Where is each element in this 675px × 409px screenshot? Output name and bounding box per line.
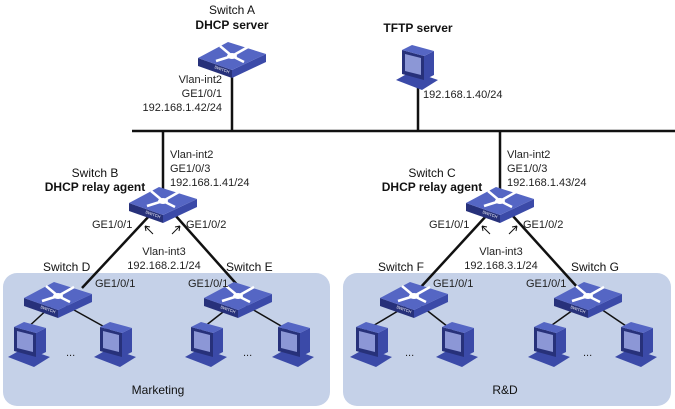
host-g1-pc-icon [528, 322, 570, 367]
switch-b-vlan3: Vlan-int3 [142, 246, 185, 258]
switch-c-switch-icon: SWITCH [466, 187, 534, 223]
arrow-c-left [481, 225, 491, 235]
tftp-name: TFTP server [383, 21, 452, 35]
host-g2-pc-icon [615, 322, 657, 367]
link-b-d [81, 214, 151, 289]
switch-c-ip3: 192.168.3.1/24 [464, 260, 537, 272]
ellipsis-g: ... [583, 347, 592, 359]
switch-a-role: DHCP server [195, 18, 268, 32]
switch-f-port: GE1/0/1 [433, 278, 473, 290]
switch-c-role: DHCP relay agent [382, 180, 482, 194]
link-c-f [419, 214, 488, 289]
tftp-server-pc-icon [396, 45, 438, 90]
ellipsis-e: ... [243, 347, 252, 359]
switch-c-vlan: Vlan-int2 [507, 149, 550, 161]
switch-c-vlan3: Vlan-int3 [479, 246, 522, 258]
rd-label: R&D [492, 383, 518, 397]
svg-text:SWITCH: SWITCH [396, 304, 413, 314]
switch-b-port: GE1/0/3 [170, 163, 210, 175]
switch-b-port-right: GE1/0/2 [186, 219, 226, 231]
svg-text:SWITCH: SWITCH [482, 209, 499, 219]
switch-b-vlan: Vlan-int2 [170, 149, 213, 161]
marketing-label: Marketing [132, 383, 185, 397]
host-e1-pc-icon [185, 322, 227, 367]
switch-c-ip: 192.168.1.43/24 [507, 177, 587, 189]
link-b-e [174, 214, 241, 289]
switch-a-name: Switch A [209, 3, 255, 17]
host-e2-pc-icon [272, 322, 314, 367]
link-c-g [511, 214, 579, 289]
switch-c-port: GE1/0/3 [507, 163, 547, 175]
switch-b-name: Switch B [72, 166, 119, 180]
switch-a-vlan: Vlan-int2 [179, 74, 222, 86]
switch-b-port-left: GE1/0/1 [92, 219, 132, 231]
arrow-b-right [171, 225, 181, 235]
switch-b-role: DHCP relay agent [45, 180, 145, 194]
host-d2-pc-icon [94, 322, 136, 367]
tftp-ip: 192.168.1.40/24 [423, 89, 503, 101]
svg-text:SWITCH: SWITCH [214, 64, 231, 74]
switch-d-name: Switch D [43, 260, 91, 274]
svg-text:SWITCH: SWITCH [570, 304, 587, 314]
switch-b-ip3: 192.168.2.1/24 [127, 260, 200, 272]
svg-text:SWITCH: SWITCH [145, 209, 162, 219]
devices: SWITCH SWITCH SWITCH SWITCH SWITCH SWITCH SWIT… [8, 42, 657, 367]
switch-b-switch-icon: SWITCH [129, 187, 197, 223]
svg-text:SWITCH: SWITCH [220, 304, 237, 314]
switch-a-port: GE1/0/1 [182, 88, 222, 100]
switch-a-switch-icon: SWITCH [198, 42, 266, 78]
svg-text:SWITCH: SWITCH [40, 304, 57, 314]
arrow-b-left [144, 225, 154, 235]
switch-e-name: Switch E [226, 260, 273, 274]
switch-c-port-right: GE1/0/2 [523, 219, 563, 231]
switch-f-switch-icon: SWITCH [380, 282, 448, 318]
switch-d-switch-icon: SWITCH [24, 282, 92, 318]
switch-b-ip: 192.168.1.41/24 [170, 177, 250, 189]
host-f1-pc-icon [350, 322, 392, 367]
switch-e-switch-icon: SWITCH [204, 282, 272, 318]
switch-g-switch-icon: SWITCH [554, 282, 622, 318]
switch-g-port: GE1/0/1 [526, 278, 566, 290]
ellipsis-f: ... [405, 347, 414, 359]
switch-e-port: GE1/0/1 [188, 278, 228, 290]
arrow-c-right [508, 225, 518, 235]
ellipsis-d: ... [66, 347, 75, 359]
switch-d-port: GE1/0/1 [95, 278, 135, 290]
switch-g-name: Switch G [571, 260, 619, 274]
switch-c-name: Switch C [408, 166, 456, 180]
switch-c-port-left: GE1/0/1 [429, 219, 469, 231]
host-f2-pc-icon [436, 322, 478, 367]
switch-a-ip: 192.168.1.42/24 [142, 102, 222, 114]
switch-f-name: Switch F [378, 260, 424, 274]
host-d1-pc-icon [8, 322, 50, 367]
